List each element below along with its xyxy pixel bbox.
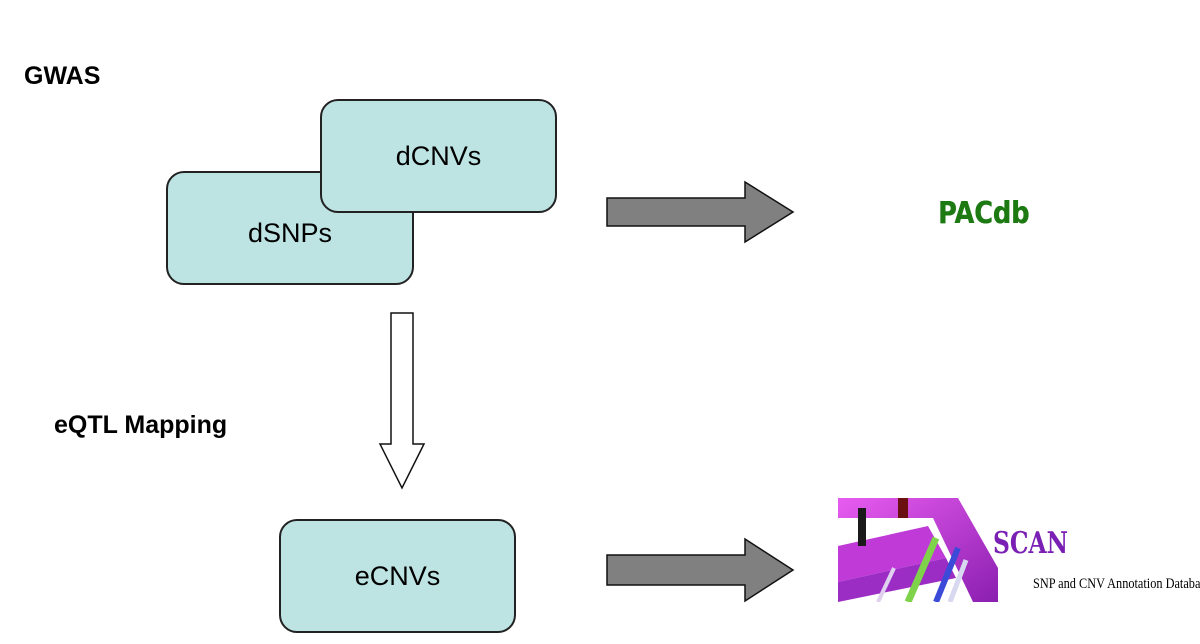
dsnps-label: dSNPs: [247, 217, 333, 248]
dcnvs-box: dCNVs: [320, 99, 557, 213]
ecnvs-box: eCNVs: [279, 519, 516, 633]
dcnvs-label: dCNVs: [395, 140, 482, 171]
scan-logo-subtitle: SNP and CNV Annotation Database: [1033, 576, 1200, 592]
arrow-to-pacdb: [606, 180, 795, 244]
eqtl-mapping-label: eQTL Mapping: [54, 411, 228, 439]
scan-logo-title: SCAN: [993, 526, 1069, 561]
arrow-to-scan: [606, 537, 795, 603]
gwas-label: GWAS: [24, 62, 101, 90]
pacdb-logo: PACdb: [938, 196, 1030, 231]
scan-dna-graphic: [838, 498, 998, 602]
ecnvs-label: eCNVs: [354, 560, 441, 591]
down-arrow: [378, 312, 426, 490]
